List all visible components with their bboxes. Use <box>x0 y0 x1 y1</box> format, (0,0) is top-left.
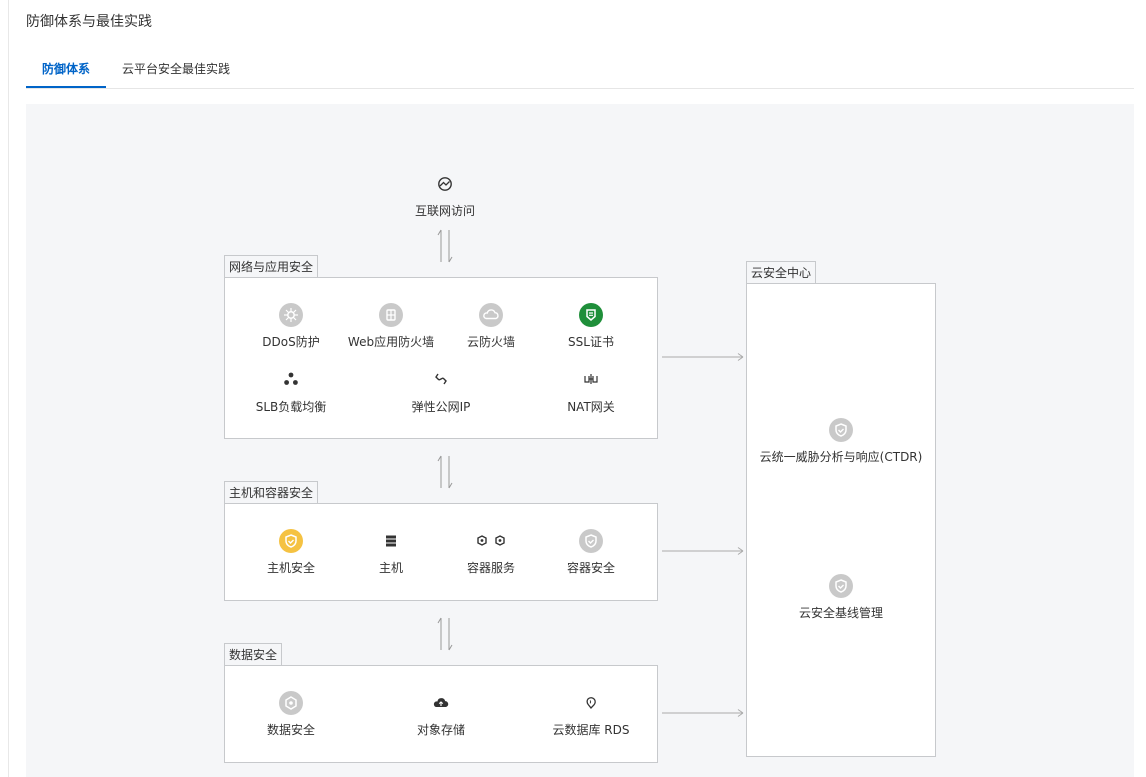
data-security-icon <box>279 691 303 715</box>
container-service-label: 容器服务 <box>466 561 515 575</box>
rds-icon <box>586 697 596 709</box>
object-storage-node[interactable]: 对象存储 <box>386 691 496 738</box>
host-security-icon <box>279 529 303 553</box>
rds-node[interactable]: 云数据库 RDS <box>536 691 646 738</box>
internet-access-label: 互联网访问 <box>414 204 475 218</box>
eip-node[interactable]: 弹性公网IP <box>386 372 496 415</box>
slb-label: SLB负载均衡 <box>255 400 327 414</box>
ctdr-node[interactable]: 云统一威胁分析与响应(CTDR) <box>747 418 935 465</box>
updown-arrow-internet <box>437 229 453 263</box>
ctdr-shield-icon <box>829 418 853 442</box>
container-service-node[interactable]: 容器服务 <box>436 529 546 576</box>
container-service-icon <box>477 535 505 546</box>
object-storage-icon <box>433 698 449 707</box>
cloud-firewall-icon <box>479 303 503 327</box>
page-title: 防御体系与最佳实践 <box>26 14 152 30</box>
nat-gateway-node[interactable]: NAT网关 <box>536 372 646 415</box>
security-center-title: 云安全中心 <box>746 261 817 284</box>
ssl-node[interactable]: SSL证书 <box>536 303 646 350</box>
baseline-shield-icon <box>829 574 853 598</box>
network-group-title: 网络与应用安全 <box>224 255 319 278</box>
ddos-node[interactable]: DDoS防护 <box>236 303 346 350</box>
tab-bar: 防御体系 云平台安全最佳实践 <box>26 52 1134 89</box>
slb-node[interactable]: SLB负载均衡 <box>236 372 346 415</box>
nat-gateway-icon <box>584 374 598 384</box>
right-arrow-data <box>662 709 744 717</box>
updown-arrow-network-host <box>437 455 453 489</box>
data-security-label: 数据安全 <box>266 723 315 737</box>
host-group-title: 主机和容器安全 <box>224 481 319 504</box>
architecture-diagram: 互联网访问 网络与应用安全 DDoS防护 Web应用防火墙 <box>26 104 1134 777</box>
baseline-node[interactable]: 云安全基线管理 <box>747 574 935 621</box>
server-icon <box>386 535 396 547</box>
updown-arrow-host-data <box>437 617 453 651</box>
waf-node[interactable]: Web应用防火墙 <box>336 303 446 350</box>
object-storage-label: 对象存储 <box>416 723 465 737</box>
eip-label: 弹性公网IP <box>411 400 471 414</box>
host-label: 主机 <box>378 561 403 575</box>
ddos-label: DDoS防护 <box>262 335 320 349</box>
host-node[interactable]: 主机 <box>336 529 446 576</box>
data-security-node[interactable]: 数据安全 <box>236 691 346 738</box>
host-container-security-group: 主机安全 主机 容器服务 容器安全 <box>224 503 658 601</box>
ddos-icon <box>279 303 303 327</box>
data-group-title: 数据安全 <box>224 643 283 666</box>
nat-gateway-label: NAT网关 <box>567 400 615 414</box>
right-arrow-network <box>662 353 744 361</box>
data-security-group: 数据安全 对象存储 云数据库 RDS <box>224 665 658 763</box>
left-divider <box>8 0 9 777</box>
container-security-node[interactable]: 容器安全 <box>536 529 646 576</box>
network-app-security-group: DDoS防护 Web应用防火墙 云防火墙 SSL证书 <box>224 277 658 439</box>
ssl-label: SSL证书 <box>568 335 614 349</box>
right-arrow-host <box>662 547 744 555</box>
cloud-firewall-label: 云防火墙 <box>466 335 515 349</box>
eip-icon <box>435 373 447 385</box>
container-security-icon <box>579 529 603 553</box>
internet-access-node[interactable]: 互联网访问 <box>385 176 505 219</box>
cloud-firewall-node[interactable]: 云防火墙 <box>436 303 546 350</box>
tab-defense-system[interactable]: 防御体系 <box>26 52 106 88</box>
cloud-security-center-group: 云统一威胁分析与响应(CTDR) 云安全基线管理 <box>746 283 936 757</box>
container-security-label: 容器安全 <box>566 561 615 575</box>
waf-icon <box>379 303 403 327</box>
baseline-label: 云安全基线管理 <box>798 606 883 620</box>
slb-icon <box>284 372 298 385</box>
tab-best-practices[interactable]: 云平台安全最佳实践 <box>122 62 231 76</box>
ssl-certificate-icon <box>579 303 603 327</box>
waf-label: Web应用防火墙 <box>347 335 435 349</box>
globe-icon <box>438 177 452 191</box>
ctdr-label: 云统一威胁分析与响应(CTDR) <box>759 450 923 464</box>
host-security-node[interactable]: 主机安全 <box>236 529 346 576</box>
rds-label: 云数据库 RDS <box>552 723 630 737</box>
host-security-label: 主机安全 <box>266 561 315 575</box>
